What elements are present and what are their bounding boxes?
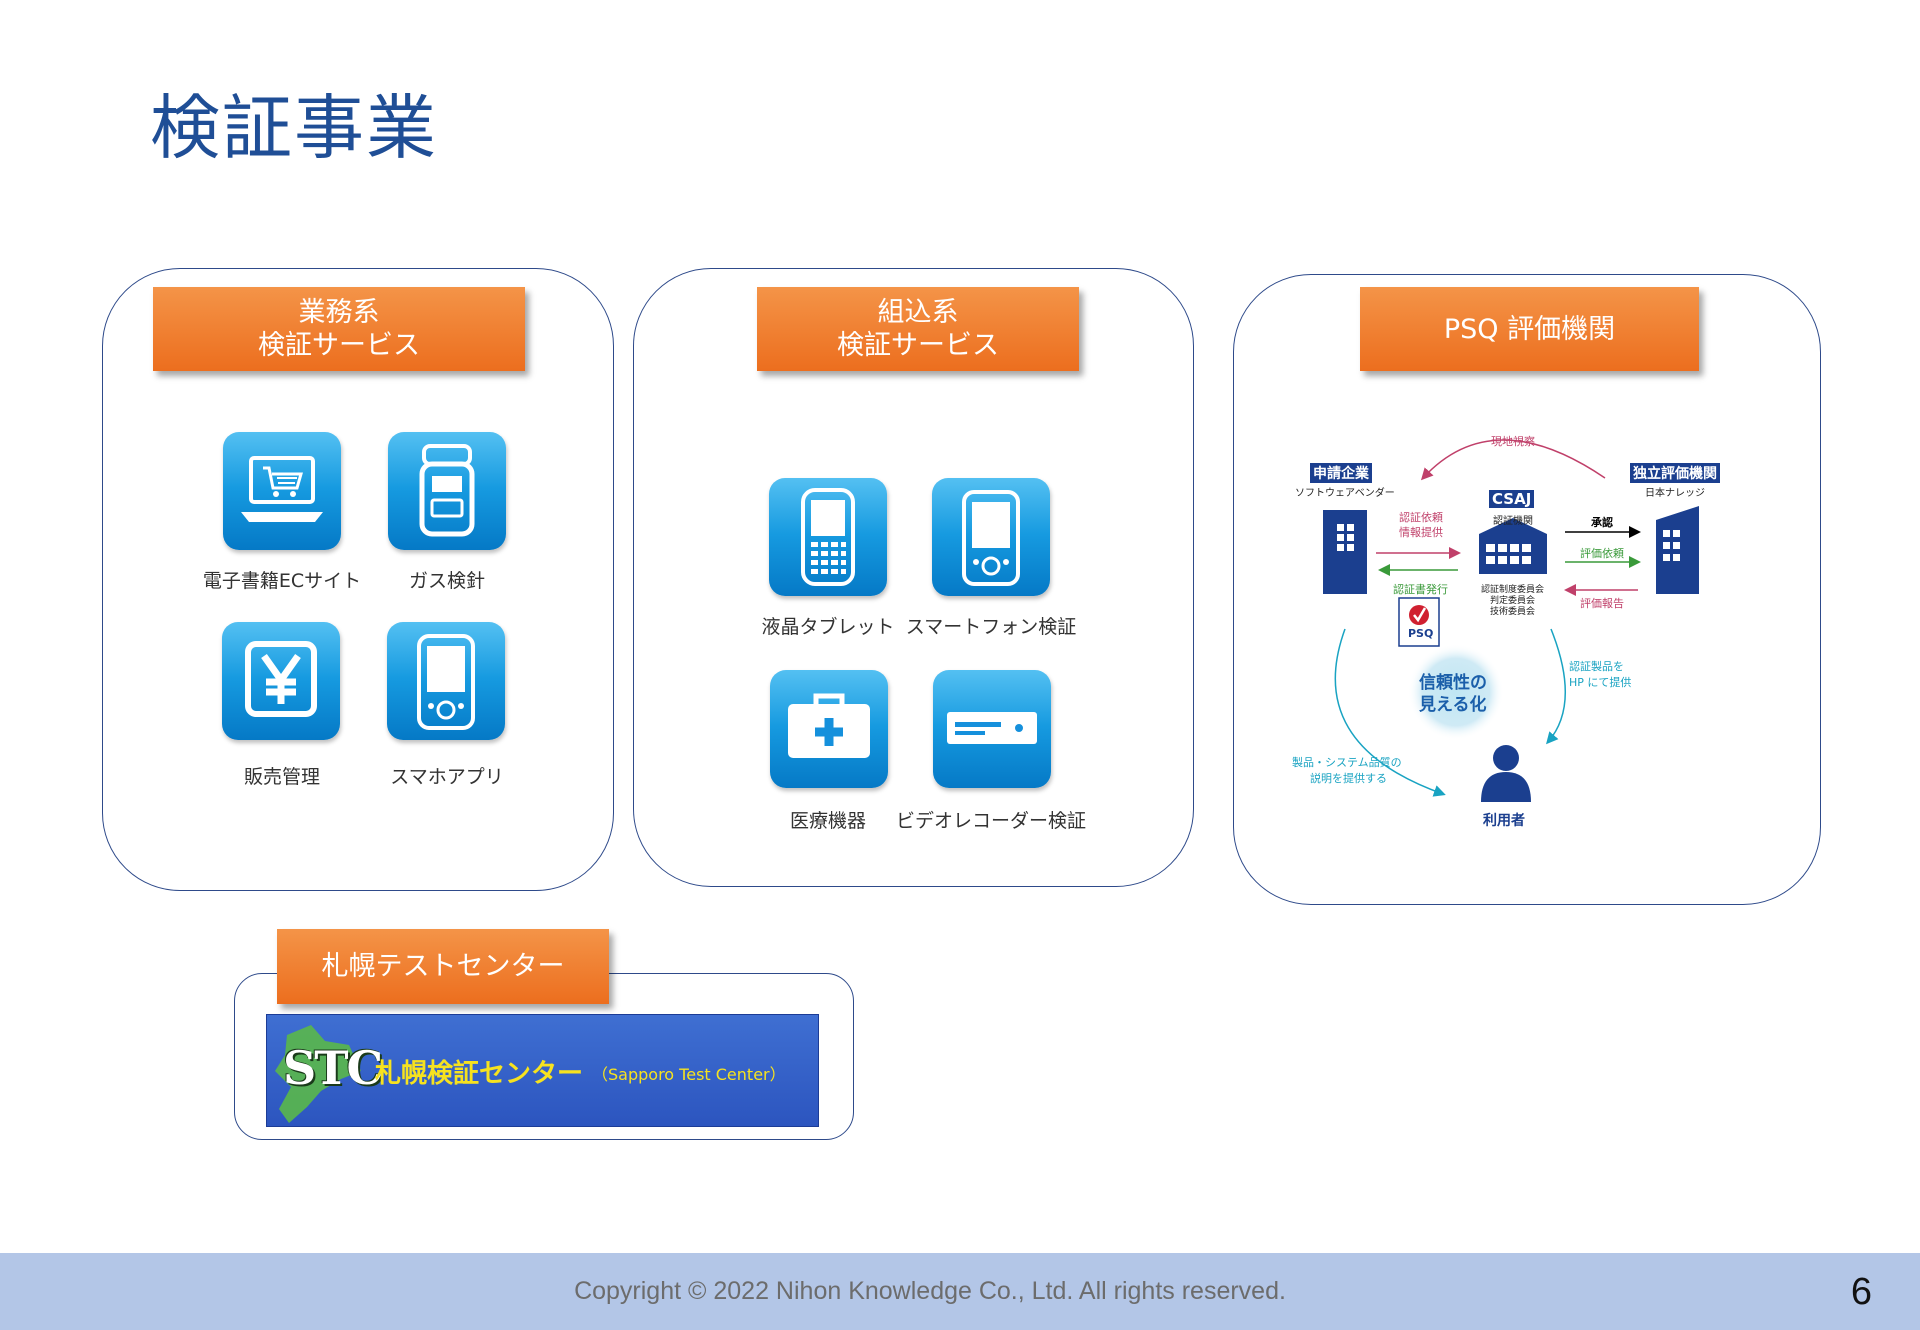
- hp-label-2: HP にて提供: [1569, 676, 1632, 689]
- hokkaido-map-icon: [275, 1025, 361, 1123]
- embedded-item-label: スマートフォン検証: [905, 616, 1077, 638]
- request-cert-label: 認証依頼: [1399, 511, 1443, 524]
- business-badge-line2: 検証サービス: [258, 330, 420, 361]
- page-number: 6: [1850, 1271, 1872, 1313]
- sapporo-badge: 札幌テストセンター: [277, 929, 609, 1004]
- page-title: 検証事業: [150, 87, 438, 169]
- embedded-panel: [633, 268, 1194, 887]
- applicant-title: 申請企業: [1310, 463, 1372, 483]
- info-provide-label: 情報提供: [1399, 526, 1443, 539]
- committee-label: 判定委員会: [1490, 596, 1536, 606]
- embedded-item-label: ビデオレコーダー検証: [895, 810, 1087, 832]
- medical-kit-icon: [770, 670, 888, 788]
- sapporo-test-center-banner: STC 札幌検証センター （Sapporo Test Center）: [266, 1014, 819, 1127]
- embedded-item-label: 医療機器: [789, 810, 867, 832]
- psq-logo-text: PSQ: [1408, 627, 1434, 640]
- keypad-device-icon: [769, 478, 887, 596]
- onsite-arrow: [1420, 439, 1606, 481]
- evaluator-title: 独立評価機関: [1630, 463, 1720, 483]
- sapporo-badge-label: 札幌テストセンター: [321, 951, 565, 982]
- trust-label-2: 見える化: [1419, 695, 1487, 715]
- business-item-label: 販売管理: [243, 766, 321, 788]
- applicant-sub: ソフトウェアベンダー: [1295, 488, 1395, 499]
- user-icon: [1493, 745, 1519, 771]
- laptop-cart-icon: [223, 432, 341, 550]
- smartphone-icon: [387, 622, 505, 740]
- psq-badge: PSQ 評価機関: [1360, 287, 1699, 371]
- footer-bar: Copyright © 2022 Nihon Knowledge Co., Lt…: [0, 1253, 1920, 1330]
- approve-label: 承認: [1591, 516, 1613, 529]
- center-name-en: （Sapporo Test Center）: [592, 1065, 786, 1084]
- embedded-badge: 組込系 検証サービス: [757, 287, 1079, 371]
- business-badge-line1: 業務系: [298, 297, 380, 328]
- issue-cert-label: 認証書発行: [1393, 583, 1448, 596]
- onsite-label: 現地視察: [1491, 435, 1535, 448]
- csaj-sub: 認証機関: [1493, 516, 1533, 527]
- business-panel: [102, 268, 614, 891]
- hp-label-1: 認証製品を: [1569, 660, 1624, 673]
- csaj-title: CSAJ: [1489, 490, 1535, 508]
- business-item-label: ガス検針: [408, 570, 486, 592]
- business-item-label: 電子書籍ECサイト: [202, 570, 362, 592]
- user-label: 利用者: [1483, 813, 1525, 829]
- embedded-badge-line1: 組込系: [877, 297, 959, 328]
- evaluator-sub: 日本ナレッジ: [1645, 488, 1705, 499]
- applicant-building-icon: [1323, 510, 1367, 594]
- psq-badge-label: PSQ 評価機関: [1443, 313, 1616, 345]
- committee-label: 技術委員会: [1490, 607, 1536, 617]
- video-recorder-icon: [933, 670, 1051, 788]
- smartphone-icon: [932, 478, 1050, 596]
- copyright-text: Copyright © 2022 Nihon Knowledge Co., Lt…: [574, 1277, 1286, 1305]
- eval-request-label: 評価依頼: [1580, 547, 1624, 560]
- yen-icon: [222, 622, 340, 740]
- explain-label-2: 説明を提供する: [1310, 772, 1387, 785]
- trust-label-1: 信頼性の: [1419, 673, 1487, 693]
- gas-meter-icon: [388, 432, 506, 550]
- committee-label: 認証制度委員会: [1481, 585, 1545, 595]
- business-item-label: スマホアプリ: [390, 766, 504, 788]
- evaluator-building-icon: [1656, 506, 1699, 594]
- embedded-badge-line2: 検証サービス: [837, 330, 999, 361]
- eval-report-label: 評価報告: [1580, 597, 1624, 610]
- embedded-item-label: 液晶タブレット: [761, 616, 895, 638]
- stc-logo-text: STC: [283, 1041, 383, 1095]
- center-name: 札幌検証センター: [375, 1059, 584, 1089]
- explain-label-1: 製品・システム品質の: [1292, 756, 1402, 769]
- psq-diagram: [1323, 439, 1699, 802]
- business-badge: 業務系 検証サービス: [153, 287, 525, 371]
